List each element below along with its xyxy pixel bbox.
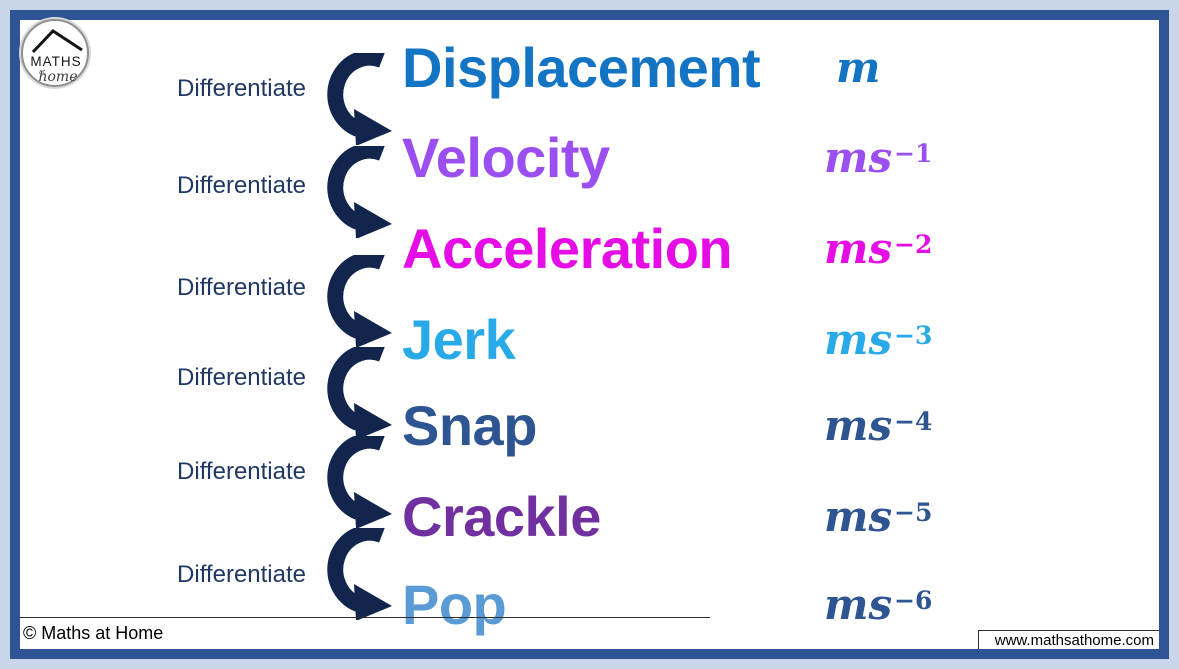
unit-pop: ms−6 <box>824 570 933 638</box>
unit-exponent: −5 <box>894 497 933 527</box>
unit-exponent: −4 <box>894 406 933 436</box>
logo-text-maths: MATHS <box>30 54 81 69</box>
unit-base: ms <box>824 132 893 182</box>
unit-exponent: −2 <box>894 229 933 259</box>
unit-exponent: −3 <box>894 320 933 350</box>
term-pop: Pop <box>402 572 507 636</box>
unit-jerk: ms−3 <box>824 305 933 373</box>
website-text: www.mathsathome.com <box>978 630 1159 649</box>
logo-text-at: at <box>39 68 46 76</box>
unit-acceleration: ms−2 <box>824 214 933 282</box>
unit-crackle: ms−5 <box>824 482 933 550</box>
curved-down-arrow-icon <box>327 53 392 145</box>
curved-down-arrow-icon <box>327 146 392 238</box>
curved-down-arrow-icon <box>327 528 392 620</box>
unit-displacement: m <box>836 33 880 101</box>
term-crackle: Crackle <box>402 484 601 548</box>
unit-velocity: ms−1 <box>824 123 933 191</box>
differentiate-label-5: Differentiate <box>177 458 306 485</box>
curved-down-arrow-icon <box>327 436 392 528</box>
curved-down-arrow-icon <box>327 347 392 439</box>
differentiate-label-4: Differentiate <box>177 364 306 391</box>
differentiate-label-1: Differentiate <box>177 75 306 102</box>
unit-base: ms <box>824 400 893 450</box>
term-velocity: Velocity <box>402 125 610 189</box>
differentiate-label-6: Differentiate <box>177 561 306 588</box>
unit-base: ms <box>824 223 893 273</box>
slide-frame <box>10 10 1169 659</box>
logo-text-home: home <box>38 69 77 85</box>
unit-exponent: −6 <box>894 585 933 615</box>
unit-exponent: −1 <box>894 138 933 168</box>
unit-base: ms <box>824 579 893 629</box>
differentiate-label-2: Differentiate <box>177 172 306 199</box>
term-acceleration: Acceleration <box>402 216 733 280</box>
curved-down-arrow-icon <box>327 255 392 347</box>
house-roof-icon: MATHS at home <box>30 29 83 85</box>
unit-base: ms <box>824 491 893 541</box>
unit-base: ms <box>824 314 893 364</box>
term-snap: Snap <box>402 393 537 457</box>
unit-snap: ms−4 <box>824 391 933 459</box>
differentiate-label-3: Differentiate <box>177 274 306 301</box>
term-displacement: Displacement <box>402 35 761 99</box>
copyright-text: © Maths at Home <box>20 617 710 649</box>
unit-base: m <box>836 42 881 92</box>
term-jerk: Jerk <box>402 307 516 371</box>
maths-at-home-logo: MATHS at home <box>21 19 89 87</box>
